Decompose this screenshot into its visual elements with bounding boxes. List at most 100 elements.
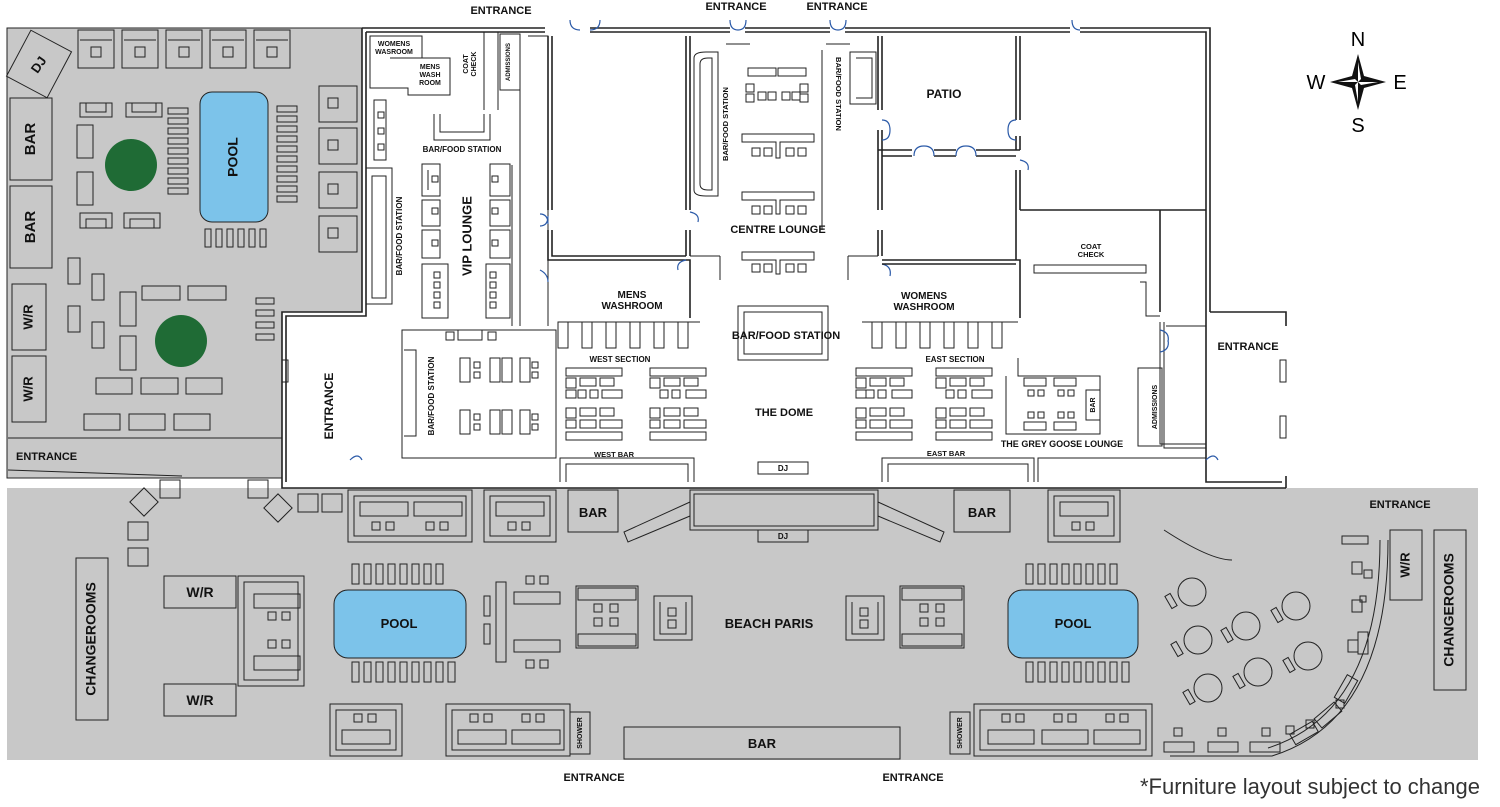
compass-s: S <box>1351 115 1364 137</box>
west-section-label: WEST SECTION <box>590 355 651 364</box>
tree-1 <box>105 139 157 191</box>
vip-lounge-label: VIP LOUNGE <box>459 196 474 276</box>
pool-right-loungers <box>1025 563 1130 683</box>
changerooms-left-label: CHANGEROOMS <box>83 582 99 696</box>
bar-food-station-centre-left-label: BAR/FOOD STATION <box>721 87 730 161</box>
coat-check-small-label: COATCHECK <box>463 52 478 77</box>
bar-food-station-vip-side-label: BAR/FOOD STATION <box>395 196 404 275</box>
tree-2 <box>155 315 207 367</box>
beach-paris-label: BEACH PARIS <box>725 616 814 631</box>
west-lounge-seating <box>76 102 227 431</box>
compass-star <box>1330 54 1386 110</box>
wr-beach-2 <box>163 683 237 717</box>
bar-left-2-label: BAR <box>22 211 39 244</box>
pool-top-label: POOL <box>225 137 241 177</box>
wr-beach-1-label: W/R <box>186 584 213 600</box>
grey-goose-lounge-label: THE GREY GOOSE LOUNGE <box>1001 439 1123 449</box>
bar-food-station-vip-top-label: BAR/FOOD STATION <box>423 145 502 154</box>
entrance-beach-right-label: ENTRANCE <box>1369 499 1430 511</box>
west-section-booths <box>557 321 700 349</box>
vip-lower-tables <box>459 357 539 435</box>
beach-cabanas-bottom <box>329 703 1153 757</box>
wr-beach-right <box>1389 529 1423 601</box>
compass-n: N <box>1351 29 1365 51</box>
the-dome-label: THE DOME <box>755 407 813 419</box>
east-section-tables <box>855 367 993 441</box>
bar-left-1 <box>9 97 53 181</box>
compass-e: E <box>1393 72 1406 94</box>
centre-lounge-label: CENTRE LOUNGE <box>730 224 825 236</box>
changerooms-right-label: CHANGEROOMS <box>1441 553 1457 667</box>
pool-beach-right-label: POOL <box>1055 616 1092 631</box>
west-cabanas-top <box>77 29 291 69</box>
building-outline <box>282 28 1286 488</box>
wr-left-2 <box>11 355 47 423</box>
pool-beach-left-label: POOL <box>381 616 418 631</box>
bar-beach-2 <box>953 489 1011 533</box>
furniture-note: *Furniture layout subject to change <box>1140 774 1480 799</box>
wr-left-1 <box>11 283 47 351</box>
entrance-top-2-label: ENTRANCE <box>705 1 766 13</box>
beach-centre-right-furniture <box>845 585 965 649</box>
admissions-east-label: ADMISSIONS <box>1152 385 1159 430</box>
bar-left-1-label: BAR <box>22 123 39 156</box>
pool-top <box>199 91 269 223</box>
wr-beach-1 <box>163 575 237 609</box>
entrance-left-lower-label: ENTRANCE <box>16 451 77 463</box>
dj-beach-label: DJ <box>778 532 788 541</box>
wr-beach-2-label: W/R <box>186 692 213 708</box>
west-cabanas-side <box>318 85 358 253</box>
centre-lounge-tables <box>741 67 815 275</box>
beach-centre-left-furniture <box>483 575 693 669</box>
beach-cabana-left-side <box>237 575 305 687</box>
doors-top <box>569 19 1081 45</box>
east-bar-label: EAST BAR <box>927 449 966 458</box>
wr-left-1-label: W/R <box>20 304 35 330</box>
entrance-top-3-label: ENTRANCE <box>806 1 867 13</box>
bar-food-station-vip-lower-label: BAR/FOOD STATION <box>427 356 436 435</box>
entrance-west-label: ENTRANCE <box>322 373 336 440</box>
east-section-booths <box>862 321 1018 349</box>
compass: N S E W <box>1307 29 1407 137</box>
bar-beach-bottom <box>623 726 901 760</box>
patio-label: PATIO <box>927 87 962 101</box>
entrance-bottom-1-label: ENTRANCE <box>563 772 624 784</box>
dj-dome-label: DJ <box>778 464 788 473</box>
shower-2 <box>949 711 971 755</box>
pool-beach-left <box>333 589 467 659</box>
beach-dj-stage: DJ <box>623 489 945 543</box>
shower-1 <box>569 711 591 755</box>
bar-food-station-centre-right-label: BAR/FOOD STATION <box>834 57 843 131</box>
wr-beach-right-label: W/R <box>1397 552 1412 578</box>
beach-right-loungers <box>1163 535 1373 753</box>
shower-1-label: SHOWER <box>577 717 584 749</box>
bar-beach-1 <box>567 489 619 533</box>
pool-beach-right <box>1007 589 1139 659</box>
entrance-east-label: ENTRANCE <box>1217 341 1278 353</box>
east-section-label: EAST SECTION <box>925 355 984 364</box>
wr-left-2-label: W/R <box>20 376 35 402</box>
bar-beach-bottom-label: BAR <box>748 736 777 751</box>
bar-left-2 <box>9 185 53 269</box>
vip-booths <box>373 99 511 319</box>
bar-beach-1-label: BAR <box>579 505 608 520</box>
bar-food-station-dome-label: BAR/FOOD STATION <box>732 330 840 342</box>
changerooms-right <box>1433 529 1467 691</box>
shower-2-label: SHOWER <box>957 717 964 749</box>
bar-beach-2-label: BAR <box>968 505 997 520</box>
changerooms-left <box>75 557 109 721</box>
west-section-tables <box>565 367 707 441</box>
beach-paris-area <box>7 488 1478 760</box>
west-loungers <box>67 105 298 349</box>
grey-goose-tables <box>1023 377 1077 431</box>
compass-w: W <box>1307 72 1326 94</box>
beach-pads-left <box>127 479 343 567</box>
beach-cabana-top-right <box>1047 489 1121 543</box>
west-bar-label: WEST BAR <box>594 450 635 459</box>
